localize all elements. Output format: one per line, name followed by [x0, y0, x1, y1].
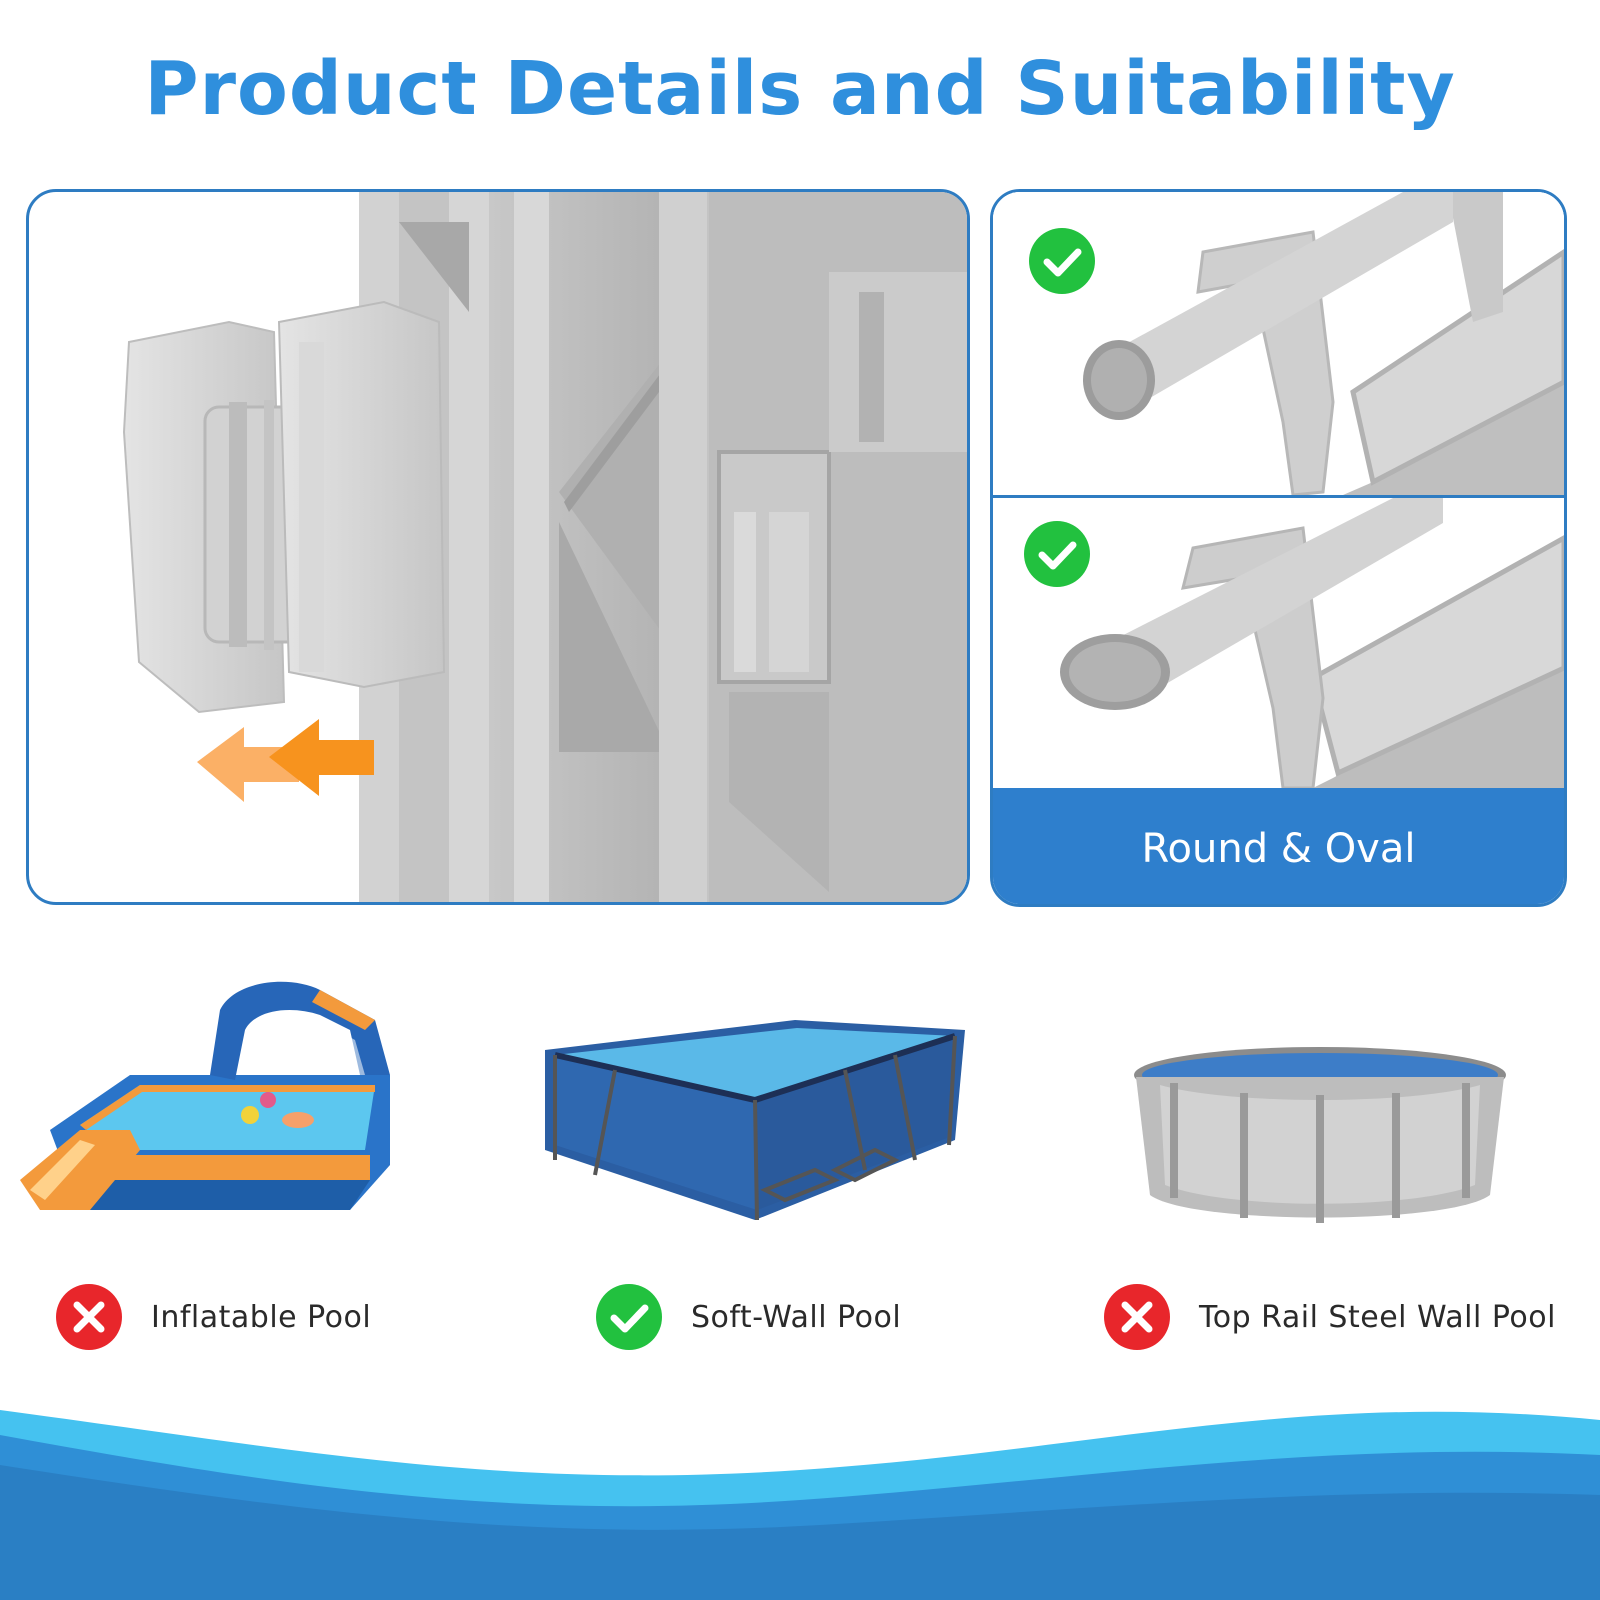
direction-arrow-icon: [197, 719, 374, 802]
pool-item-steel-wall: Top Rail Steel Wall Pool: [1103, 1283, 1556, 1351]
check-icon: [1029, 228, 1095, 294]
steel-wall-pool-image: [1134, 1047, 1506, 1223]
pool-label: Soft-Wall Pool: [691, 1299, 902, 1335]
pool-label: Inflatable Pool: [151, 1299, 372, 1335]
round-oval-banner: Round & Oval: [993, 788, 1564, 904]
pool-item-inflatable: Inflatable Pool: [55, 1283, 371, 1351]
round-pipe-image: [993, 192, 1564, 498]
cross-icon: [56, 1284, 122, 1350]
pipe-compatibility-panel: Round & Oval: [990, 189, 1567, 907]
cross-icon: [1104, 1284, 1170, 1350]
connector-illustration: [122, 192, 967, 902]
check-icon: [596, 1284, 662, 1350]
check-icon: [1024, 521, 1090, 587]
inflatable-pool-image: [20, 981, 390, 1210]
product-detail-panel: [26, 189, 970, 905]
oval-pipe-image: [993, 498, 1564, 788]
page-title: Product Details and Suitability: [144, 46, 1456, 132]
soft-wall-pool-image: [545, 1020, 965, 1221]
wave-decoration: [0, 1410, 1600, 1600]
pool-label: Top Rail Steel Wall Pool: [1199, 1299, 1556, 1335]
pool-item-soft-wall: Soft-Wall Pool: [595, 1283, 901, 1351]
